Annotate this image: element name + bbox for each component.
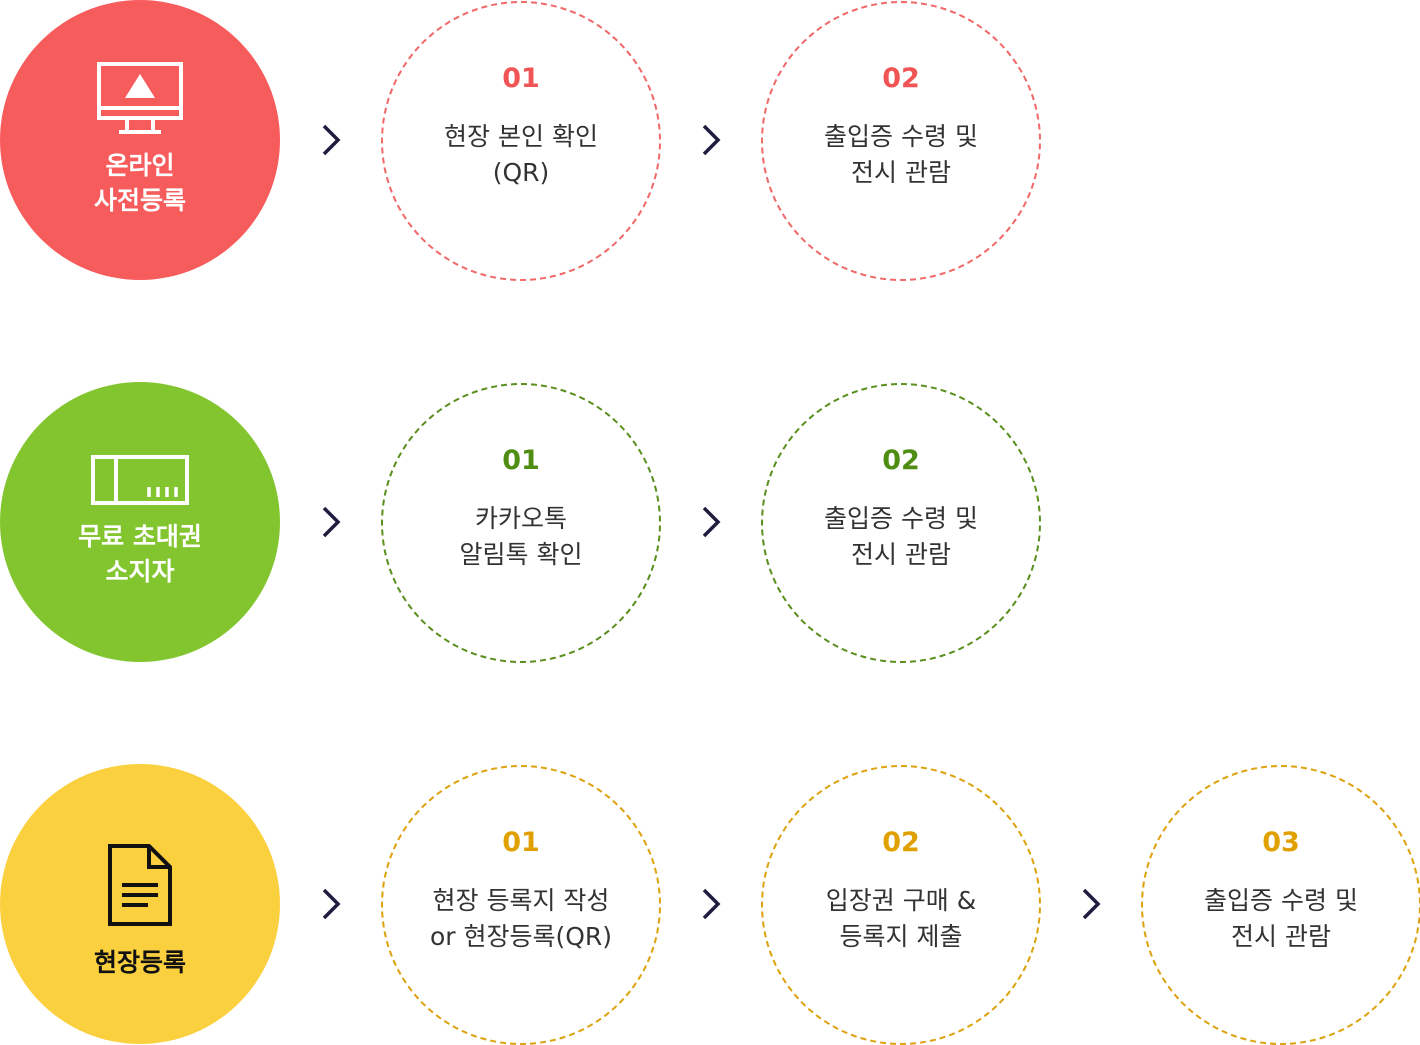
chevron-right-icon <box>1082 888 1101 920</box>
step-number: 01 <box>502 63 540 94</box>
step-number: 02 <box>882 827 920 858</box>
step-text: 출입증 수령 및 전시 관람 <box>824 122 978 187</box>
ticket-icon <box>91 455 189 505</box>
step-text: 현장 본인 확인 (QR) <box>444 122 598 187</box>
row-label: 온라인 사전등록 <box>93 151 186 215</box>
chevron-right-icon <box>322 124 341 156</box>
step-circle: 01 현장 본인 확인 (QR) <box>381 1 661 281</box>
chevron-right-icon <box>702 888 721 920</box>
step-text: 출입증 수령 및 전시 관람 <box>824 504 978 569</box>
step-number: 01 <box>502 827 540 858</box>
step-circle: 02 입장권 구매 & 등록지 제출 <box>761 765 1041 1045</box>
monitor-tent-icon <box>97 62 183 134</box>
chevron-right-icon <box>702 124 721 156</box>
step-number: 03 <box>1262 827 1300 858</box>
step-circle: 02 출입증 수령 및 전시 관람 <box>761 383 1041 663</box>
step-text: 현장 등록지 작성 or 현장등록(QR) <box>429 886 613 951</box>
step-text: 출입증 수령 및 전시 관람 <box>1204 886 1358 951</box>
chevron-right-icon <box>322 888 341 920</box>
step-circle: 01 현장 등록지 작성 or 현장등록(QR) <box>381 765 661 1045</box>
row-label: 무료 초대권 소지자 <box>78 522 202 586</box>
step-number: 01 <box>502 445 540 476</box>
step-number: 02 <box>882 445 920 476</box>
online-preregistration-circle: 온라인 사전등록 <box>0 0 280 280</box>
onsite-registration-circle: 현장등록 <box>0 764 280 1044</box>
document-icon <box>108 843 172 926</box>
chevron-right-icon <box>322 506 341 538</box>
row-label: 현장등록 <box>93 947 186 977</box>
step-number: 02 <box>882 63 920 94</box>
step-text: 카카오톡 알림톡 확인 <box>459 504 583 569</box>
step-circle: 02 출입증 수령 및 전시 관람 <box>761 1 1041 281</box>
free-invitation-circle: 무료 초대권 소지자 <box>0 382 280 662</box>
step-circle: 01 카카오톡 알림톡 확인 <box>381 383 661 663</box>
step-text: 입장권 구매 & 등록지 제출 <box>825 886 977 951</box>
chevron-right-icon <box>702 506 721 538</box>
step-circle: 03 출입증 수령 및 전시 관람 <box>1141 765 1420 1045</box>
